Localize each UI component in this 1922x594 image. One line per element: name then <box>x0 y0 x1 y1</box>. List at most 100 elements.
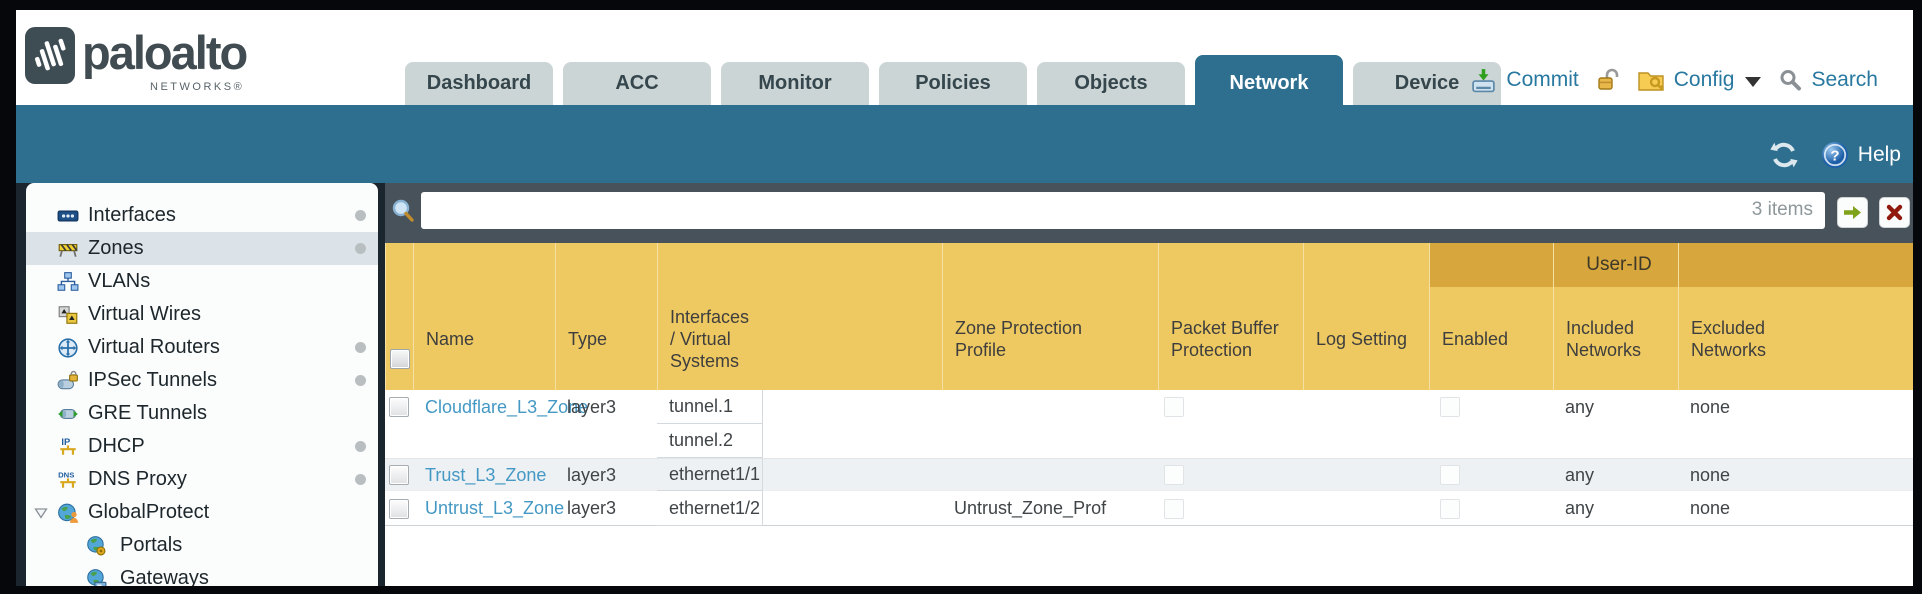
packet-buffer-checkbox[interactable] <box>1164 397 1184 417</box>
status-dot <box>355 342 366 353</box>
column-header-log-setting[interactable]: Log Setting <box>1303 243 1429 390</box>
expander-down-icon[interactable] <box>33 505 49 521</box>
packet-buffer-checkbox[interactable] <box>1164 465 1184 485</box>
sidebar-item-gateways[interactable]: Gateways <box>26 562 378 586</box>
refresh-icon[interactable] <box>1770 141 1798 169</box>
zone-name-link[interactable]: Trust_L3_Zone <box>425 464 547 485</box>
soundwave-icon <box>35 38 66 71</box>
search-icon[interactable] <box>1778 68 1802 92</box>
column-header-type[interactable]: Type <box>555 243 657 390</box>
sidebar-item-label: GlobalProtect <box>88 501 210 523</box>
dhcp-icon: IP <box>57 436 79 458</box>
excluded-networks-cell: none <box>1690 464 1731 485</box>
zone-type-cell: layer3 <box>567 498 617 518</box>
search-button[interactable]: Search <box>1811 68 1878 91</box>
unlock-icon[interactable] <box>1596 67 1620 93</box>
zone-name-link[interactable]: Cloudflare_L3_Zone <box>425 396 589 417</box>
zone-name-link[interactable]: Untrust_L3_Zone <box>425 498 565 518</box>
sidebar-item-label: GRE Tunnels <box>88 402 207 424</box>
filter-input-box: 3 items <box>421 192 1825 229</box>
column-header-excluded-networks[interactable]: Excluded Networks <box>1678 243 1913 390</box>
apply-filter-button[interactable] <box>1837 197 1868 228</box>
tab-network[interactable]: Network <box>1195 55 1343 112</box>
sidebar-item-label: Virtual Routers <box>88 336 220 358</box>
sidebar-item-label: Portals <box>120 534 183 556</box>
sidebar-item-portals[interactable]: Portals <box>26 529 378 562</box>
included-networks-cell: any <box>1565 498 1595 518</box>
filter-magnifier-icon <box>392 199 414 222</box>
help-icon[interactable]: ? <box>1821 141 1849 169</box>
zone-type-cell: layer3 <box>567 396 617 417</box>
row-select-cell <box>385 459 413 491</box>
interface-cell: ethernet1/2 <box>657 491 763 526</box>
config-dropdown-caret[interactable] <box>1745 77 1762 87</box>
sidebar-item-label: IPSec Tunnels <box>88 369 217 391</box>
sidebar-item-gre-tunnels[interactable]: GRE Tunnels <box>26 397 378 430</box>
row-select-checkbox[interactable] <box>389 465 409 485</box>
filter-input[interactable] <box>421 192 1825 229</box>
status-dot <box>355 474 366 485</box>
sidebar-item-globalprotect[interactable]: GlobalProtect <box>26 496 378 529</box>
tab-acc[interactable]: ACC <box>563 62 711 105</box>
user-id-enabled-checkbox[interactable] <box>1440 465 1460 485</box>
interface-cell: tunnel.2 <box>657 424 763 458</box>
interfaces-icon <box>57 205 79 227</box>
interface-cell: ethernet1/1 <box>657 459 763 491</box>
tab-objects[interactable]: Objects <box>1037 62 1185 105</box>
user-id-enabled-checkbox[interactable] <box>1440 397 1460 417</box>
row-select-cell <box>385 491 413 526</box>
sidebar-item-virtual-wires[interactable]: Virtual Wires <box>26 298 378 331</box>
tab-policies[interactable]: Policies <box>879 62 1027 105</box>
user-id-enabled-checkbox[interactable] <box>1440 498 1460 519</box>
sidebar-item-zones[interactable]: Zones <box>26 232 378 265</box>
select-all-column-header <box>385 243 413 390</box>
sidebar-item-interfaces[interactable]: Interfaces <box>26 199 378 232</box>
status-dot <box>355 243 366 254</box>
commit-icon[interactable] <box>1470 67 1497 94</box>
zone-interfaces-cell: ethernet1/2 <box>657 491 942 526</box>
packet-buffer-protection-cell <box>1158 491 1303 526</box>
sub-header-band: ? Help <box>16 105 1913 183</box>
help-label[interactable]: Help <box>1857 143 1901 166</box>
config-button[interactable]: Config <box>1673 68 1735 91</box>
packet-buffer-protection-cell <box>1158 459 1303 491</box>
zone-name-cell: Trust_L3_Zone <box>413 459 555 491</box>
zones-icon <box>57 238 79 260</box>
tab-dashboard[interactable]: Dashboard <box>405 62 553 105</box>
sidebar-item-ipsec-tunnels[interactable]: IPSec Tunnels <box>26 364 378 397</box>
brand-subtitle: NETWORKS® <box>150 81 245 93</box>
zone-name-cell: Untrust_L3_Zone <box>413 491 564 526</box>
config-folder-icon[interactable] <box>1637 67 1665 93</box>
sidebar-item-virtual-routers[interactable]: Virtual Routers <box>26 331 378 364</box>
commit-button[interactable]: Commit <box>1506 68 1579 91</box>
zone-name-cell: Cloudflare_L3_Zone <box>413 390 588 424</box>
packet-buffer-checkbox[interactable] <box>1164 498 1184 519</box>
column-header-zone-protection-profile[interactable]: Zone Protection Profile <box>942 243 1158 390</box>
globalprotect-icon <box>57 502 79 524</box>
select-all-checkbox[interactable] <box>390 348 410 369</box>
row-select-checkbox[interactable] <box>389 498 409 519</box>
svg-text:DNS: DNS <box>58 470 74 479</box>
zone-protection-profile-cell: Untrust_Zone_Prof <box>954 498 1107 518</box>
virtual-routers-icon <box>57 337 79 359</box>
log-setting-cell <box>1303 390 1429 424</box>
excluded-networks-cell: none <box>1690 498 1731 518</box>
column-header-interfaces-virtual-systems[interactable]: Interfaces / Virtual Systems <box>657 243 942 390</box>
column-header-enabled[interactable]: Enabled <box>1429 243 1553 390</box>
column-header-included-networks[interactable]: Included Networks <box>1553 243 1678 390</box>
sidebar-item-label: VLANs <box>88 270 151 292</box>
clear-filter-button[interactable] <box>1879 197 1910 228</box>
sidebar-item-vlans[interactable]: VLANs <box>26 265 378 298</box>
column-header-name[interactable]: Name <box>413 243 555 390</box>
item-count: 3 items <box>1751 199 1813 220</box>
column-header-packet-buffer-protection[interactable]: Packet Buffer Protection <box>1158 243 1303 390</box>
tab-monitor[interactable]: Monitor <box>721 62 869 105</box>
row-select-checkbox[interactable] <box>389 397 409 417</box>
